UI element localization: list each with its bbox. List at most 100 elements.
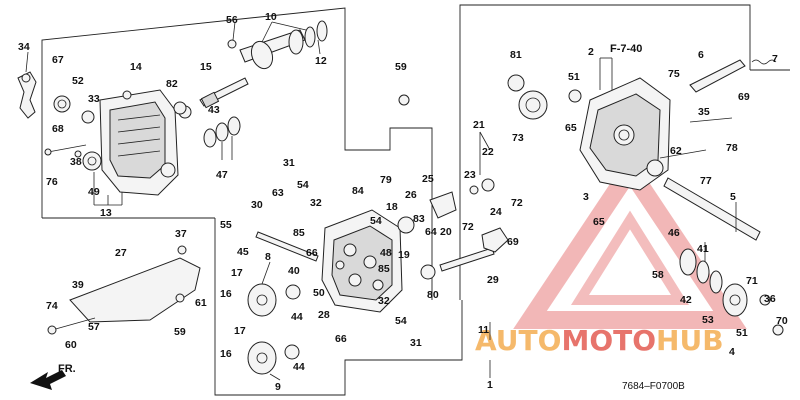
part-label: 50 bbox=[313, 287, 325, 299]
part-label: 15 bbox=[200, 61, 212, 73]
part-label: 82 bbox=[166, 78, 178, 90]
part-label: 59 bbox=[174, 326, 186, 338]
gear-81 bbox=[518, 90, 548, 120]
bearings-41-42 bbox=[679, 248, 723, 294]
part-label: 5 bbox=[730, 191, 736, 203]
flange-4 bbox=[722, 283, 784, 336]
part-label: 69 bbox=[507, 236, 519, 248]
seal-49 bbox=[82, 151, 102, 171]
part-label: 81 bbox=[510, 49, 522, 61]
left-housing bbox=[99, 89, 192, 196]
cover-27 bbox=[69, 257, 201, 323]
gear-80 bbox=[420, 264, 436, 280]
part-label: 12 bbox=[315, 55, 327, 67]
seal-52 bbox=[53, 95, 71, 113]
part-label: 39 bbox=[72, 279, 84, 291]
part-label: 16 bbox=[220, 348, 232, 360]
part-label: 22 bbox=[482, 146, 494, 158]
part-label: 31 bbox=[410, 337, 422, 349]
part-label: 65 bbox=[565, 122, 577, 134]
leader-lines bbox=[25, 21, 737, 381]
seals-47 bbox=[203, 116, 241, 148]
group-boundaries bbox=[41, 4, 790, 396]
part-label: 35 bbox=[698, 106, 710, 118]
part-label: 3 bbox=[583, 191, 589, 203]
part-label: 30 bbox=[251, 199, 263, 211]
part-label: 68 bbox=[52, 123, 64, 135]
part-label: 21 bbox=[473, 119, 485, 131]
part-label: 23 bbox=[464, 169, 476, 181]
part-label: 32 bbox=[378, 295, 390, 307]
part-label: 64 bbox=[425, 226, 437, 238]
watermark-text-moto: MOTO bbox=[561, 324, 656, 357]
arm-34 bbox=[17, 71, 37, 119]
part-label: 67 bbox=[52, 54, 64, 66]
part-label: 7 bbox=[772, 53, 778, 65]
part-label: 85 bbox=[293, 227, 305, 239]
part-label: 16 bbox=[220, 288, 232, 300]
part-label: 32 bbox=[310, 197, 322, 209]
part-label: 58 bbox=[652, 269, 664, 281]
part-label: 52 bbox=[72, 75, 84, 87]
part-label: 54 bbox=[297, 179, 309, 191]
part-label: 44 bbox=[291, 311, 303, 323]
watermark-triangle-icon bbox=[513, 153, 747, 329]
part-label: 66 bbox=[335, 333, 347, 345]
part-label: 51 bbox=[568, 71, 580, 83]
bolt-78 bbox=[689, 117, 733, 123]
part-label: 46 bbox=[668, 227, 680, 239]
part-label: 56 bbox=[226, 14, 238, 26]
part-label: 18 bbox=[386, 201, 398, 213]
part-label: 63 bbox=[272, 187, 284, 199]
washer-22 bbox=[481, 178, 495, 192]
part-label: 26 bbox=[405, 189, 417, 201]
watermark: AUTOMOTOHUB bbox=[475, 153, 747, 357]
svg-text:AUTOMOTOHUB: AUTOMOTOHUB bbox=[475, 324, 724, 357]
bolt-77 bbox=[659, 149, 707, 159]
part-label: 49 bbox=[88, 186, 100, 198]
part-label: 11 bbox=[478, 324, 489, 336]
part-label: 84 bbox=[352, 185, 364, 197]
part-label: 55 bbox=[220, 219, 232, 231]
lever-6 bbox=[689, 59, 746, 93]
drawing-code: 7684–F0700B bbox=[622, 381, 685, 392]
part-label: 33 bbox=[88, 93, 100, 105]
washer-23 bbox=[469, 185, 479, 195]
part-label: 24 bbox=[490, 206, 502, 218]
part-label: 80 bbox=[427, 289, 439, 301]
part-label: 17 bbox=[234, 325, 246, 337]
bolt-76 bbox=[47, 144, 87, 153]
shaft-15 bbox=[199, 77, 249, 109]
part-label: 14 bbox=[130, 61, 142, 73]
part-label: 54 bbox=[395, 315, 407, 327]
part-label: 76 bbox=[46, 176, 58, 188]
part-label: 36 bbox=[764, 293, 776, 305]
front-direction-label: FR. bbox=[58, 363, 76, 375]
part-label: 74 bbox=[46, 300, 58, 312]
part-label: 48 bbox=[380, 247, 392, 259]
right-housing bbox=[579, 77, 671, 191]
part-label: 34 bbox=[18, 41, 30, 53]
clip-20 bbox=[429, 191, 457, 219]
part-label: 75 bbox=[668, 68, 680, 80]
part-label: 28 bbox=[318, 309, 330, 321]
reference-label: F-7-40 bbox=[610, 43, 642, 55]
part-label: 13 bbox=[100, 207, 112, 219]
part-label: 51 bbox=[736, 327, 748, 339]
part-label: 8 bbox=[265, 251, 271, 263]
watermark-triangle-inner bbox=[570, 210, 690, 305]
drum-9 bbox=[247, 341, 300, 375]
spring-7 bbox=[751, 59, 777, 65]
part-label: 59 bbox=[395, 61, 407, 73]
drum-8 bbox=[247, 283, 301, 317]
part-label: 73 bbox=[512, 132, 524, 144]
part-label: 53 bbox=[702, 314, 714, 326]
bolt-59-top bbox=[398, 94, 410, 106]
part-label: 2 bbox=[588, 46, 594, 58]
part-label: 41 bbox=[697, 243, 709, 255]
part-label: 27 bbox=[115, 247, 127, 259]
part-label: 70 bbox=[776, 315, 788, 327]
part-label: 17 bbox=[231, 267, 243, 279]
part-label: 31 bbox=[283, 157, 295, 169]
part-label: 45 bbox=[237, 246, 249, 258]
